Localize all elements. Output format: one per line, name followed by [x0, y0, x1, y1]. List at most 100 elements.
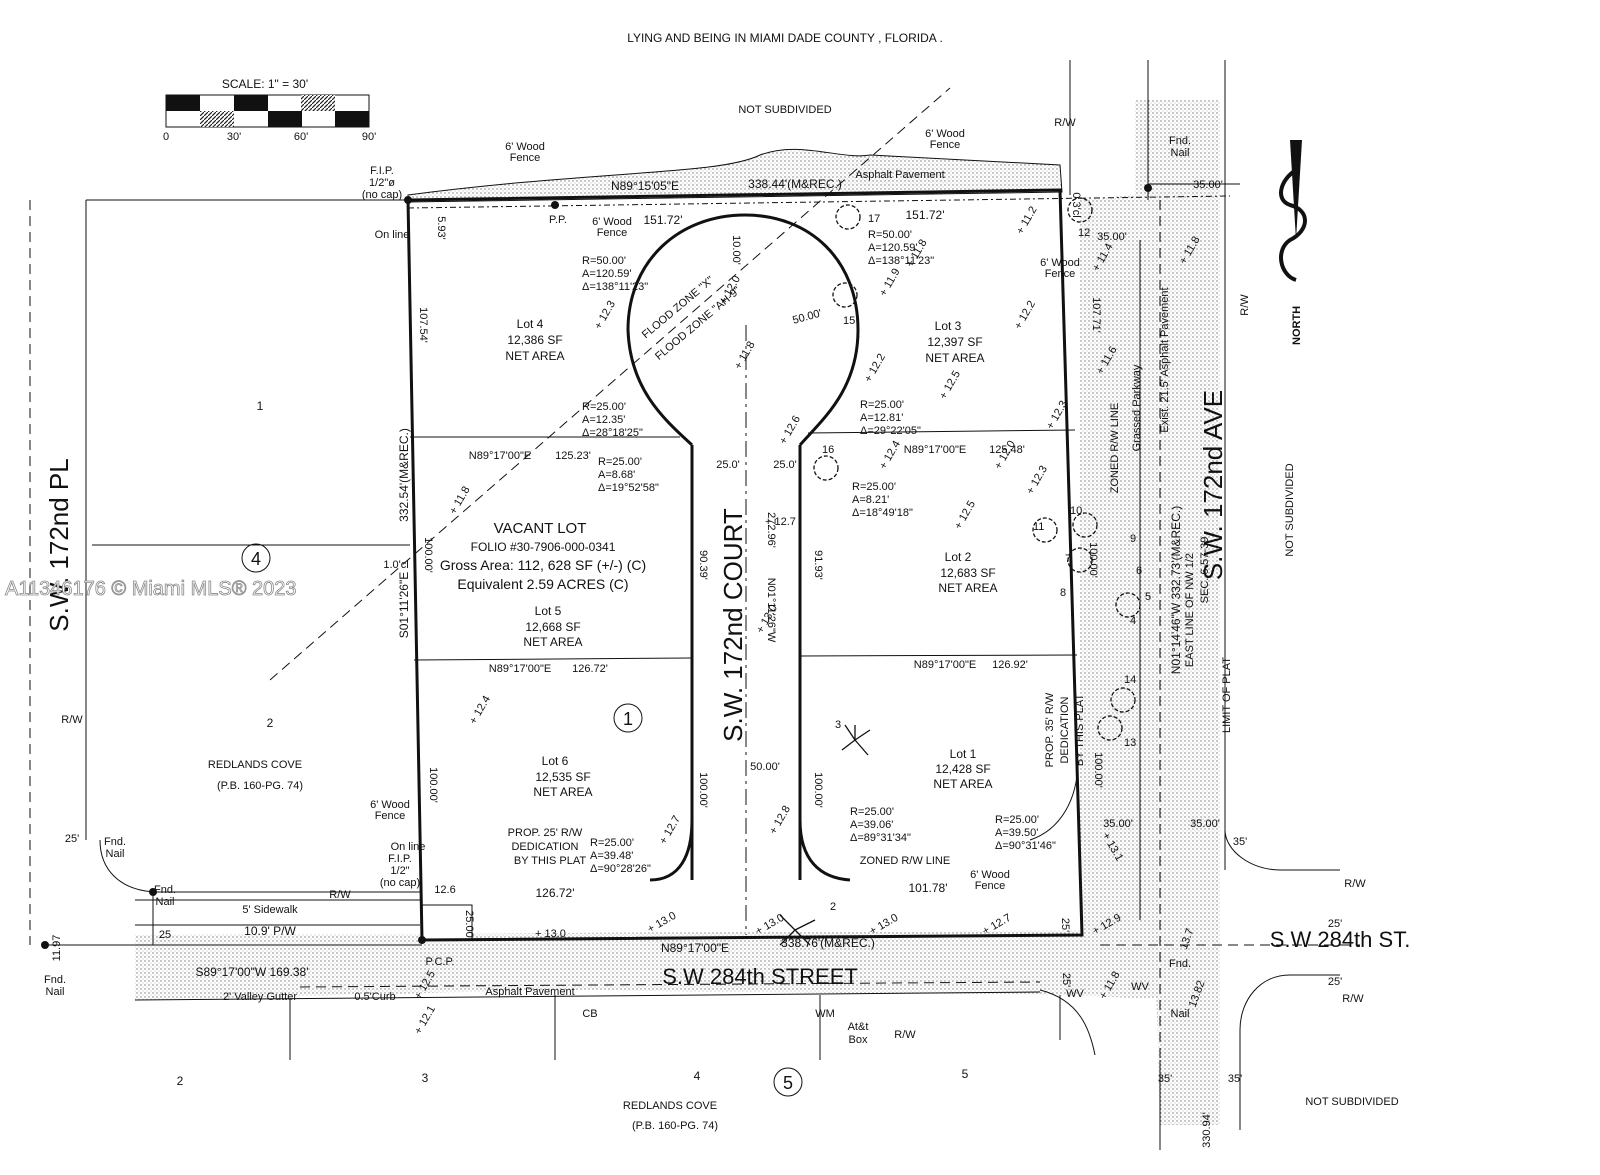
- lot-3-2-bearing: N89°17'00"E: [904, 444, 966, 456]
- curve-2-r: R=50.00': [868, 229, 912, 241]
- curve-data-9: R=25.00' A=39.50' Δ=90°31'46": [995, 814, 1056, 852]
- dim-35-b: 35.00': [1097, 231, 1127, 243]
- lot-3-area: 12,397 SF: [927, 335, 982, 349]
- wv-label: WV: [1066, 988, 1084, 1000]
- lot-5-6-dist: 126.72': [572, 663, 608, 675]
- elev-21: + 12.7: [657, 814, 683, 847]
- fip2-size: 1/2": [390, 865, 409, 877]
- lot-4-area: 12,386 SF: [507, 333, 562, 347]
- adj-lot-2: 2: [267, 716, 274, 730]
- street-sw172ave: S.W. 172nd AVE: [1198, 390, 1228, 580]
- lot-4: Lot 4 12,386 SF NET AREA: [505, 317, 564, 363]
- dim-25-00: 25.00': [463, 910, 475, 940]
- rw-label-1: R/W: [1054, 117, 1076, 129]
- prop35-label-2: DEDICATION: [1059, 696, 1071, 763]
- lot-6-net: NET AREA: [533, 785, 592, 799]
- lot-5: Lot 5 12,668 SF NET AREA: [523, 604, 582, 649]
- lot-2-1-dist: 126.92': [992, 659, 1028, 671]
- lot-3: Lot 3 12,397 SF NET AREA: [925, 319, 984, 365]
- dim-25-left: 25': [65, 833, 79, 845]
- curve-6-d: Δ=18°49'18": [852, 507, 913, 519]
- sw-bearing: S89°17'00"W 169.38': [195, 965, 308, 979]
- tree-icon-7: [1067, 547, 1093, 573]
- curve-6-a: A=8.21': [852, 494, 889, 506]
- tree-num-10: 10: [1070, 505, 1082, 517]
- dim-107-54: 107.54': [417, 307, 429, 343]
- tree-icon-16: [813, 455, 839, 481]
- elev-17: + 12.4: [877, 439, 903, 472]
- sidewalk-label: 5' Sidewalk: [242, 904, 298, 916]
- wood-fence-a: 6' Wood: [505, 141, 545, 153]
- curve-9-a: A=39.50': [995, 827, 1038, 839]
- ne-corner-curve: [1224, 829, 1340, 871]
- curve-9-d: Δ=90°31'46": [995, 840, 1056, 852]
- dim-25-r3: 25': [1328, 976, 1342, 988]
- curb-label: 0.5'Curb: [354, 991, 395, 1003]
- fnd-nail-far-sw: Fnd.: [44, 974, 66, 986]
- curve-5-d: Δ=29°22'05": [860, 425, 921, 437]
- fnd-nail-marker-w: [149, 888, 157, 896]
- lot-2-name: Lot 2: [945, 550, 972, 564]
- dim-100-r2: 100.00': [1092, 752, 1104, 788]
- rw-label-3: R/W: [61, 714, 83, 726]
- fip-nocap: (no cap): [362, 189, 402, 201]
- dim-100-l2: 100.00': [427, 767, 439, 803]
- adj-lot-b3: 3: [422, 1071, 429, 1085]
- dim-35-bot1: 35': [1158, 1073, 1172, 1085]
- east-parkway: [1080, 100, 1220, 1125]
- lot-3-2-dist: 125.48': [989, 444, 1025, 456]
- lot-4-5-dist: 125.23': [555, 450, 591, 462]
- dim-330: 330.94': [1201, 1112, 1213, 1148]
- lot-2: Lot 2 12,683 SF NET AREA: [938, 550, 997, 595]
- redlands-cove-label: REDLANDS COVE: [208, 759, 302, 771]
- lot-3-net: NET AREA: [925, 351, 984, 365]
- lot-4-net: NET AREA: [505, 349, 564, 363]
- lot-2-area: 12,683 SF: [940, 566, 995, 580]
- scale-bar: SCALE: 1" = 30' 0 30' 60' 90': [163, 77, 376, 143]
- vacant-lot-info: VACANT LOT FOLIO #30-7906-000-0341 Gross…: [440, 520, 646, 592]
- elev-31: + 12.1: [412, 1004, 438, 1037]
- wood-fence-d-2: Fence: [1045, 268, 1076, 280]
- elev-9: + 12.2: [862, 352, 888, 385]
- row-dedication-box: [421, 904, 473, 941]
- east-bearing: N01°14'46"W 332.73'(M&REC.): [1169, 506, 1183, 674]
- block-circle-5: [773, 1067, 803, 1097]
- block-number-5: 5: [783, 1073, 793, 1093]
- dim-12-6: 12.6: [434, 884, 455, 896]
- wood-fence-c: 6' Wood: [592, 216, 632, 228]
- curve-8-a: A=39.06': [850, 819, 893, 831]
- lot-line-5-6: [413, 657, 693, 661]
- dim-107-71: 107.71': [1090, 297, 1102, 333]
- box-label: Box: [849, 1034, 868, 1046]
- se-curb-curve: [1039, 989, 1096, 1056]
- elev-5: + 11.2: [1014, 204, 1039, 236]
- asphalt-right-label: Exist. 21.5' Asphalt Pavement: [1159, 287, 1171, 432]
- elev-30: + 11.8: [447, 484, 472, 516]
- adj-lot-b2: 2: [177, 1074, 184, 1088]
- dim-25-bot: 25': [1060, 973, 1072, 987]
- west-bearing: S01°11'26"E: [397, 572, 411, 639]
- lot-4-5-bearing: N89°17'00"E: [469, 450, 531, 462]
- dim-11-97: 11.97: [51, 935, 63, 962]
- curve-data-6: R=25.00' A=8.21' Δ=18°49'18": [852, 481, 913, 519]
- fnd-nail-marker-sw: [41, 941, 49, 949]
- dim-10: 10.00': [730, 235, 742, 265]
- curve-7-r: R=25.00': [590, 837, 634, 849]
- lot-line-2-1: [799, 654, 1078, 657]
- west-corner-curve: [99, 839, 156, 893]
- curve-8-d: Δ=89°31'34": [850, 832, 911, 844]
- top-left-dist: 151.72': [644, 213, 683, 227]
- tree-num-4: 4: [1130, 615, 1136, 627]
- lot-2-1-bearing: N89°17'00"E: [914, 659, 976, 671]
- elev-24: + 13.0: [646, 910, 679, 936]
- flood-zone-line: [269, 87, 951, 681]
- fnd-nail-ne: Fnd.: [1169, 135, 1191, 147]
- dim-25-b: 25.0': [773, 459, 797, 471]
- tree-num-6: 6: [1136, 565, 1142, 577]
- lot-6-area: 12,535 SF: [535, 770, 590, 784]
- tree-num-2: 2: [830, 901, 836, 913]
- adj-lot-b4: 4: [694, 1069, 701, 1083]
- limit-of-plat-label: LIMIT OF PLAT: [1221, 657, 1233, 733]
- wood-fence-e-2: Fence: [375, 810, 406, 822]
